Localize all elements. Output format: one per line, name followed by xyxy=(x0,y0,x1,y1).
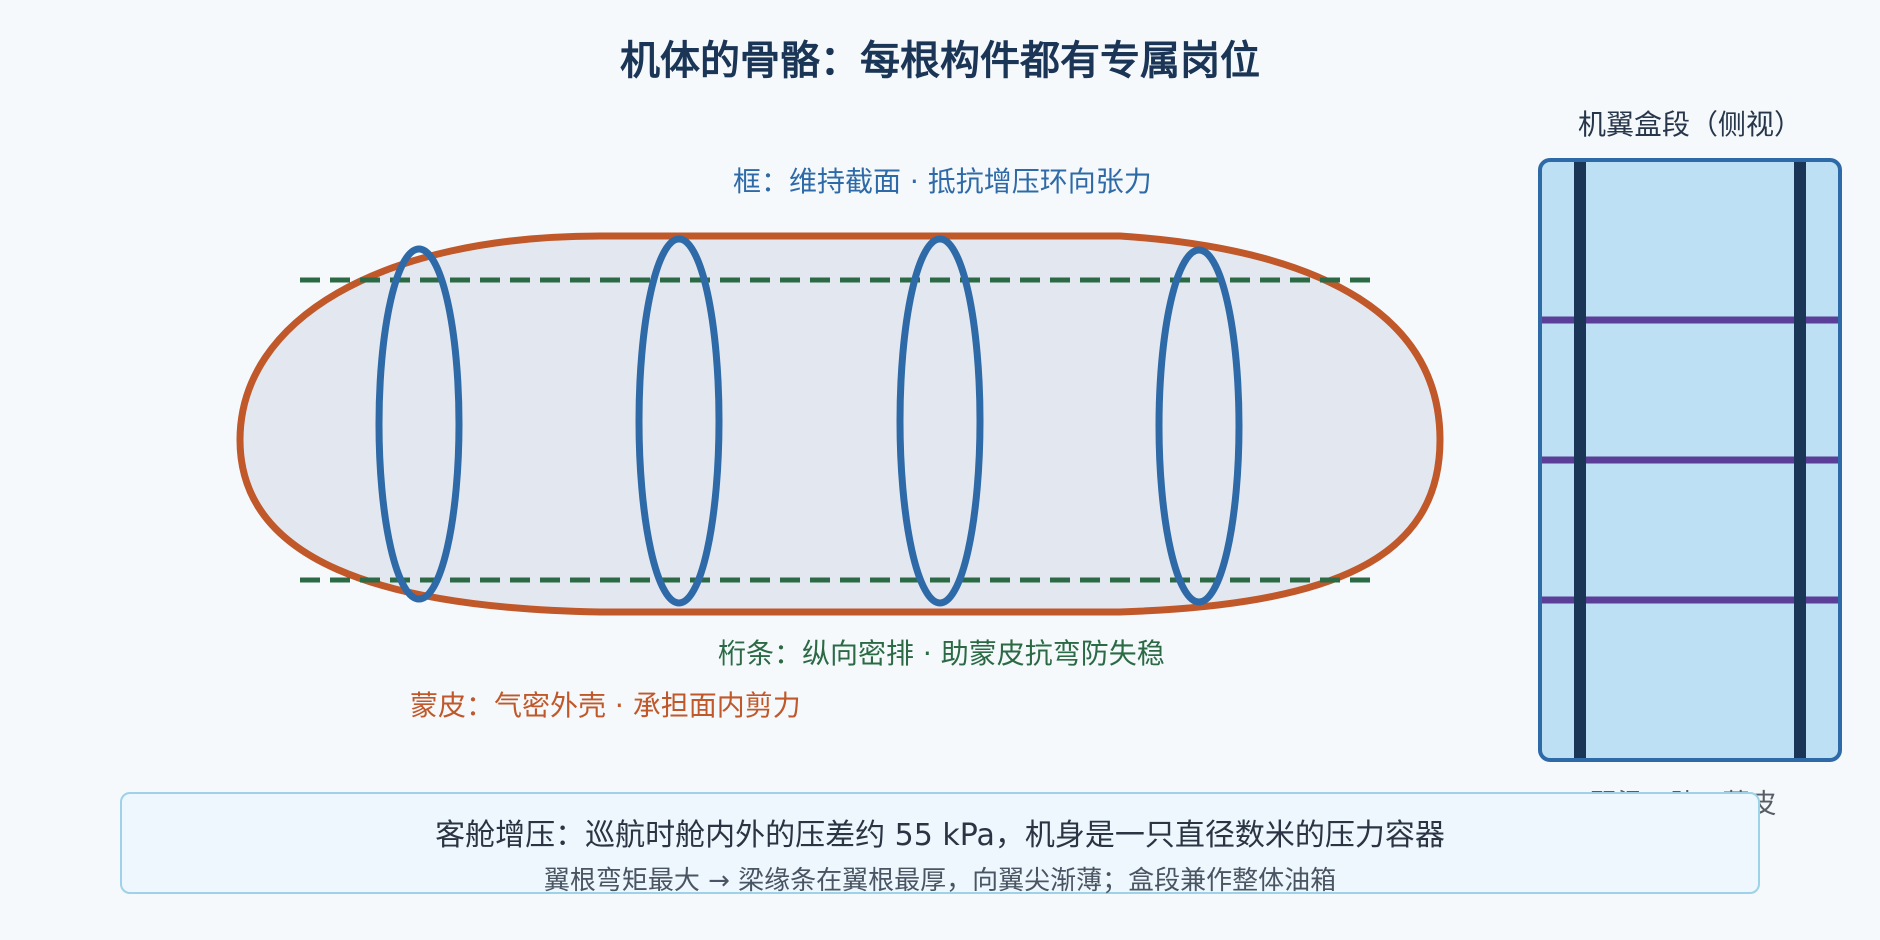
frame-label: 框：维持截面 · 抵抗增压环向张力 xyxy=(733,165,1152,198)
info-wing-root-text: 翼根弯矩最大 → 梁缘条在翼根最厚，向翼尖渐薄；盒段兼作整体油箱 xyxy=(543,866,1337,896)
stringer-label: 桁条：纵向密排 · 助蒙皮抗弯防失稳 xyxy=(718,637,1165,670)
skin-label: 蒙皮：气密外壳 · 承担面内剪力 xyxy=(410,689,801,722)
frame-1 xyxy=(375,245,463,603)
frame-3 xyxy=(896,235,984,607)
diagram-title: 机体的骨骼：每根构件都有专属岗位 xyxy=(620,38,1260,84)
frame-2 xyxy=(635,235,723,607)
wing-box-title: 机翼盒段（侧视） xyxy=(1578,108,1803,141)
frame-4 xyxy=(1155,246,1243,606)
info-pressurization-text: 客舱增压：巡航时舱内外的压差约 55 kPa，机身是一只直径数米的压力容器 xyxy=(435,818,1445,853)
info-box: 客舱增压：巡航时舱内外的压差约 55 kPa，机身是一只直径数米的压力容器 翼根… xyxy=(120,792,1760,896)
fuselage-skin xyxy=(236,232,1444,616)
